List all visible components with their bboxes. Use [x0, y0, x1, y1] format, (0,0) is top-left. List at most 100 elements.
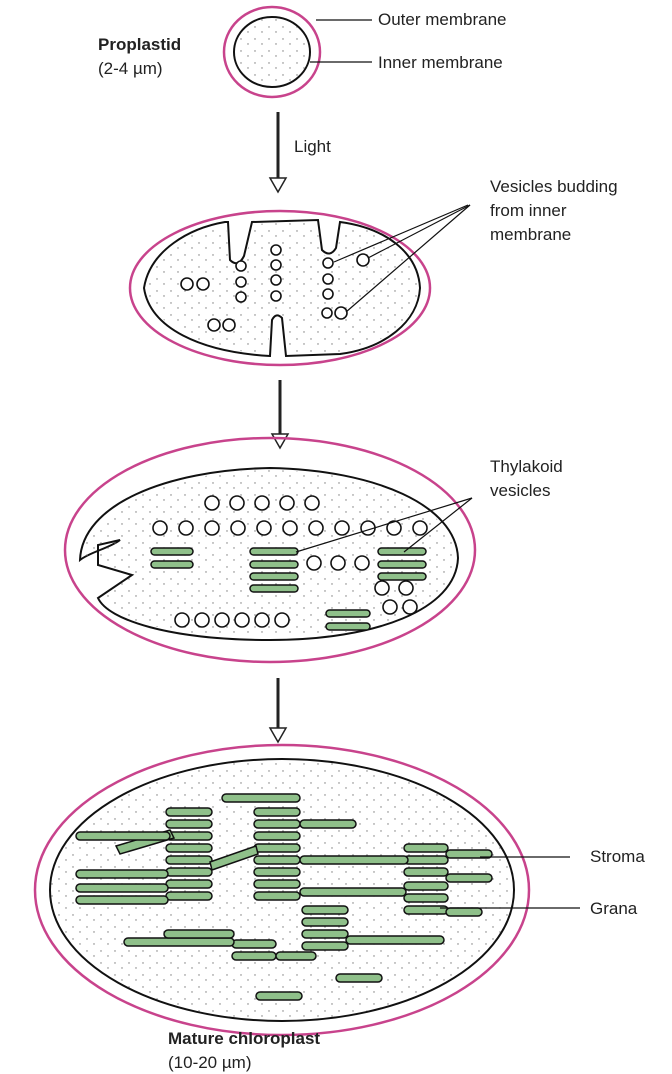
vesicle [309, 521, 323, 535]
thylakoid [254, 832, 300, 840]
thylakoid [250, 573, 298, 580]
grana-label: Grana [590, 899, 638, 918]
vesicle [153, 521, 167, 535]
vesicle [195, 613, 209, 627]
thylakoid [254, 808, 300, 816]
vesicle [230, 496, 244, 510]
thylakoid [76, 896, 168, 904]
vesicles-budding-label-line3: membrane [490, 225, 571, 244]
thylakoid [166, 844, 212, 852]
proplastid-stroma [235, 18, 309, 86]
vesicle [357, 254, 369, 266]
vesicle [403, 600, 417, 614]
proplastid-size-label: (2-4 µm) [98, 59, 163, 78]
thylakoid [151, 548, 193, 555]
vesicle [383, 600, 397, 614]
vesicle [179, 521, 193, 535]
vesicle [323, 289, 333, 299]
thylakoid [254, 892, 300, 900]
arrow-3 [270, 678, 286, 742]
vesicle [255, 496, 269, 510]
vesicle [413, 521, 427, 535]
vesicle [271, 291, 281, 301]
vesicle [215, 613, 229, 627]
inner-membrane-label: Inner membrane [378, 53, 503, 72]
thylakoid [378, 548, 426, 555]
vesicle [205, 496, 219, 510]
thylakoid [446, 874, 492, 882]
thylakoid [336, 974, 382, 982]
light-label: Light [294, 137, 331, 156]
vesicle [236, 261, 246, 271]
budding-plastid [130, 211, 430, 365]
vesicle [205, 521, 219, 535]
vesicle [236, 277, 246, 287]
thylakoid [166, 892, 212, 900]
thylakoid [302, 918, 348, 926]
thylakoid [404, 844, 448, 852]
thylakoid [404, 856, 448, 864]
outer-membrane-label: Outer membrane [378, 10, 507, 29]
thylakoid [254, 880, 300, 888]
thylakoid [378, 561, 426, 568]
thylakoid [166, 856, 212, 864]
vesicle [181, 278, 193, 290]
thylakoid [300, 820, 356, 828]
thylakoid [254, 856, 300, 864]
vesicle [375, 581, 389, 595]
thylakoid-vesicle-plastid [65, 438, 475, 662]
vesicle [175, 613, 189, 627]
thylakoid [326, 623, 370, 630]
thylakoid-vesicles-label-line2: vesicles [490, 481, 550, 500]
thylakoid [256, 992, 302, 1000]
thylakoid [446, 908, 482, 916]
mature-chloroplast-label: Mature chloroplast [168, 1029, 320, 1048]
vesicle [271, 260, 281, 270]
thylakoid [166, 820, 212, 828]
vesicle [257, 521, 271, 535]
vesicle [323, 258, 333, 268]
thylakoid [76, 884, 168, 892]
proplastid-label: Proplastid [98, 35, 181, 54]
thylakoid [276, 952, 316, 960]
mature-chloroplast-size-label: (10-20 µm) [168, 1053, 251, 1072]
vesicle [275, 613, 289, 627]
vesicle [255, 613, 269, 627]
vesicle [280, 496, 294, 510]
vesicle [331, 556, 345, 570]
mature-chloroplast [35, 745, 529, 1035]
thylakoid [326, 610, 370, 617]
thylakoid [302, 942, 348, 950]
vesicle [307, 556, 321, 570]
vesicle [305, 496, 319, 510]
proplastid [224, 7, 320, 97]
vesicle [322, 308, 332, 318]
vesicle [208, 319, 220, 331]
thylakoid [404, 906, 448, 914]
vesicle [236, 292, 246, 302]
vesicle [231, 521, 245, 535]
thylakoid [232, 940, 276, 948]
thylakoid [302, 906, 348, 914]
thylakoid [166, 868, 212, 876]
thylakoid [232, 952, 276, 960]
thylakoid [404, 882, 448, 890]
thylakoid [300, 856, 408, 864]
thylakoid [250, 548, 298, 555]
vesicle [235, 613, 249, 627]
vesicle [335, 521, 349, 535]
thylakoid [346, 936, 444, 944]
thylakoid [222, 794, 300, 802]
vesicle [335, 307, 347, 319]
vesicles-budding-label-line1: Vesicles budding [490, 177, 618, 196]
vesicle [223, 319, 235, 331]
thylakoid [76, 832, 170, 840]
stroma-label: Stroma [590, 847, 645, 866]
vesicle [355, 556, 369, 570]
vesicles-budding-label-line2: from inner [490, 201, 567, 220]
thylakoid [254, 820, 300, 828]
thylakoid [254, 844, 300, 852]
thylakoid-vesicles-label-line1: Thylakoid [490, 457, 563, 476]
thylakoid [250, 561, 298, 568]
thylakoid [378, 573, 426, 580]
